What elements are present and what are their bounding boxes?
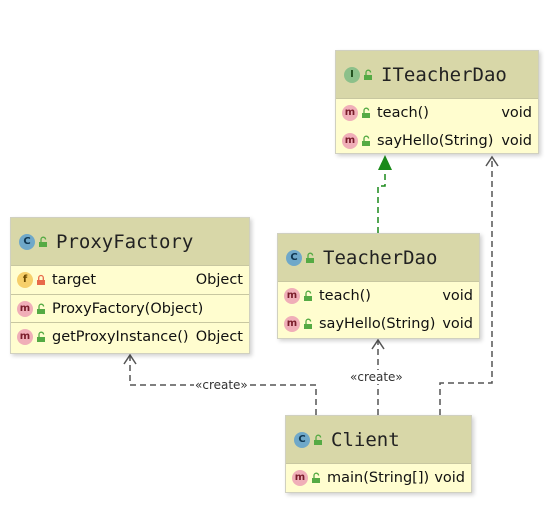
- implements-edge: [377, 170, 386, 233]
- member-row[interactable]: m main(String[]) void: [286, 464, 471, 492]
- class-header: I ITeacherDao: [336, 51, 538, 99]
- member-name: sayHello(String): [377, 133, 494, 149]
- field-icon: f: [17, 272, 33, 288]
- member-name: getProxyInstance(): [52, 328, 189, 345]
- member-row[interactable]: f target Object: [11, 266, 249, 294]
- member-row[interactable]: m getProxyInstance() Object: [11, 322, 249, 350]
- class-name: ProxyFactory: [56, 230, 194, 253]
- member-row[interactable]: m teach() void: [278, 282, 479, 310]
- member-row[interactable]: m teach() void: [336, 99, 538, 127]
- class-icon: C: [19, 233, 35, 250]
- create-arrowhead-proxyfactory: [123, 353, 137, 365]
- member-type: void: [442, 316, 473, 332]
- member-name: teach(): [377, 105, 429, 121]
- unlock-icon: [39, 236, 47, 247]
- lock-icon: [37, 274, 45, 285]
- class-name: ITeacherDao: [381, 63, 507, 86]
- member-type: Object: [195, 272, 243, 288]
- dependency-edge-client-iteacherdao: [439, 157, 493, 415]
- member-name: teach(): [319, 288, 371, 304]
- unlock-icon: [362, 135, 370, 146]
- method-icon: m: [17, 328, 33, 345]
- create-label-proxyfactory: «create»: [194, 378, 249, 392]
- member-row[interactable]: m ProxyFactory(Object): [11, 294, 249, 322]
- member-name: ProxyFactory(Object): [52, 300, 204, 317]
- class-name: TeacherDao: [323, 246, 438, 269]
- class-teacherdao[interactable]: C TeacherDao m teach() void m sayHello(S…: [277, 233, 480, 339]
- create-arrowhead-teacherdao: [371, 338, 385, 350]
- class-iteacherdao[interactable]: I ITeacherDao m teach() void m sayHello(…: [335, 50, 539, 154]
- unlock-icon: [37, 331, 45, 342]
- class-client[interactable]: C Client m main(String[]) void: [285, 415, 472, 493]
- method-icon: m: [342, 133, 358, 149]
- unlock-icon: [312, 472, 320, 483]
- class-icon: C: [286, 249, 302, 266]
- member-type: void: [501, 133, 532, 149]
- member-name: target: [52, 272, 97, 288]
- unlock-icon: [314, 434, 322, 445]
- member-type: void: [442, 288, 473, 304]
- class-proxyfactory[interactable]: C ProxyFactory f target Object m ProxyFa…: [10, 217, 250, 354]
- unlock-icon: [362, 107, 370, 118]
- create-label-teacherdao: «create»: [349, 370, 404, 384]
- unlock-icon: [364, 69, 372, 80]
- class-header: C Client: [286, 416, 471, 464]
- class-header: C ProxyFactory: [11, 218, 249, 266]
- member-type: void: [501, 105, 532, 121]
- unlock-icon: [304, 318, 312, 329]
- member-type: Object: [195, 328, 243, 345]
- member-name: main(String[]): [327, 470, 430, 486]
- member-type: void: [434, 470, 465, 486]
- static-method-icon: m: [292, 470, 308, 486]
- runnable-class-icon: C: [294, 431, 310, 448]
- method-icon: m: [284, 288, 300, 304]
- dependency-arrowhead-iteacherdao: [485, 155, 499, 167]
- class-name: Client: [331, 428, 400, 451]
- method-icon: m: [17, 300, 33, 317]
- member-name: sayHello(String): [319, 316, 436, 332]
- interface-icon: I: [344, 66, 360, 83]
- class-header: C TeacherDao: [278, 234, 479, 282]
- unlock-icon: [37, 303, 45, 314]
- unlock-icon: [306, 252, 314, 263]
- member-row[interactable]: m sayHello(String) void: [336, 127, 538, 155]
- method-icon: m: [342, 105, 358, 121]
- unlock-icon: [304, 290, 312, 301]
- method-icon: m: [284, 316, 300, 332]
- member-row[interactable]: m sayHello(String) void: [278, 310, 479, 338]
- implements-arrowhead: [378, 155, 392, 170]
